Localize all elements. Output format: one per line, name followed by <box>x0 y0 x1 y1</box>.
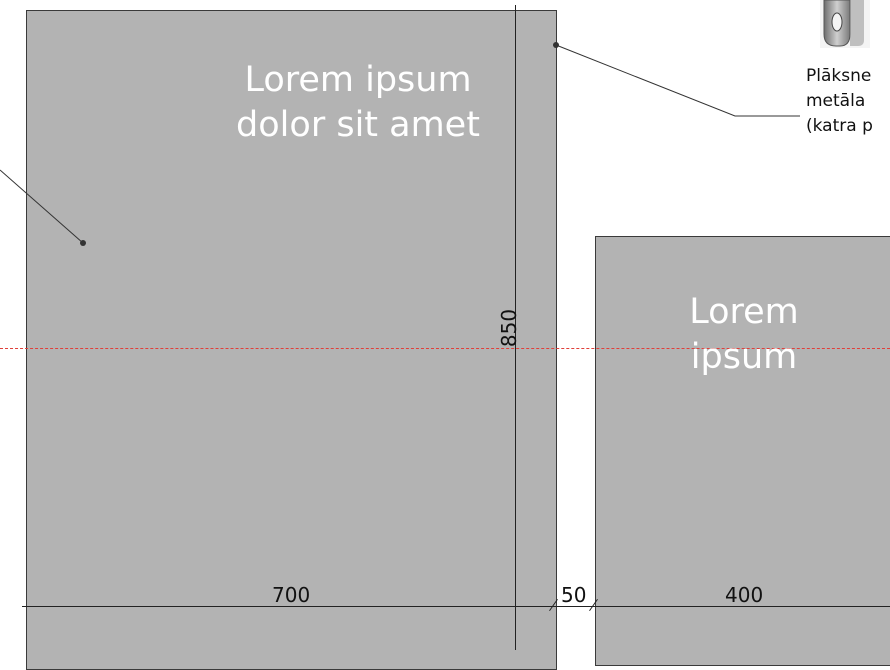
panel-label-line: dolor sit amet <box>236 105 480 145</box>
panel-label-line: Lorem <box>689 292 799 332</box>
left-panel-label: Lorem ipsum dolor sit amet <box>208 58 508 148</box>
caption-line: (katra p <box>806 116 873 136</box>
leader-dot-left <box>80 240 86 246</box>
bracket-caption: Plāksne metāla (katra p <box>806 64 873 139</box>
left-panel <box>26 10 557 670</box>
leader-line-caption <box>555 44 800 117</box>
panel-label-line: Lorem ipsum <box>244 60 472 100</box>
center-line <box>0 348 890 349</box>
width-dimension-line <box>22 606 890 607</box>
leader-dot-caption <box>553 42 559 48</box>
right-panel-label: Lorem ipsum <box>644 290 844 380</box>
dimension-left-width: 700 <box>272 583 311 607</box>
right-panel <box>595 236 890 666</box>
panel-label-line: ipsum <box>690 337 798 377</box>
metal-bracket-icon <box>820 0 870 48</box>
height-dimension-line <box>515 5 516 650</box>
dimension-right-width: 400 <box>725 583 764 607</box>
caption-line: metāla <box>806 91 866 111</box>
caption-line: Plāksne <box>806 66 872 86</box>
dimension-gap: 50 <box>561 583 587 607</box>
leader-lines <box>0 42 800 246</box>
leader-line-left <box>0 169 84 244</box>
